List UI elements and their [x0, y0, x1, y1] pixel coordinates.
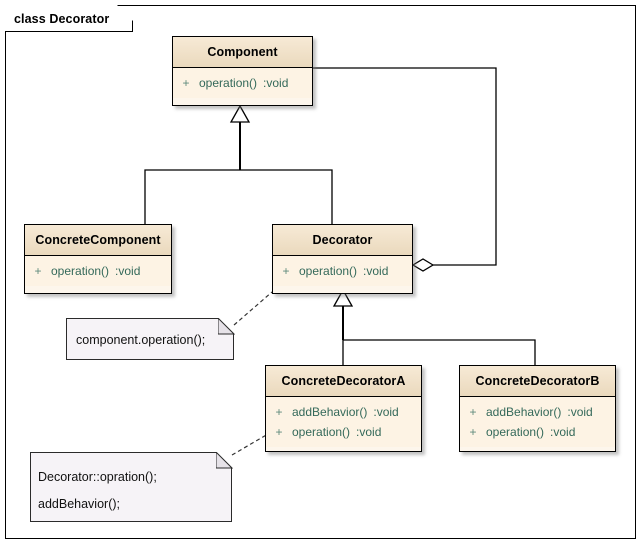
member-name: operation() — [299, 264, 358, 278]
member-type: :void — [567, 405, 593, 419]
class-member: + operation() :void — [273, 261, 412, 281]
class-name-concrete-decorator-b: ConcreteDecoratorB — [460, 366, 615, 397]
class-member: + operation() :void — [173, 73, 312, 93]
note-decorator[interactable] — [66, 318, 234, 360]
class-member: + operation() :void — [266, 422, 421, 442]
member-name: operation() — [199, 76, 258, 90]
member-type: :void — [356, 425, 382, 439]
class-box-component[interactable]: Component + operation() :void — [172, 36, 313, 106]
class-box-concrete-decorator-a[interactable]: ConcreteDecoratorA + addBehavior() :void… — [265, 365, 422, 452]
class-members-concrete-component: + operation() :void — [25, 256, 171, 286]
class-name-component: Component — [173, 37, 312, 68]
diagram-frame-label: class Decorator — [14, 11, 110, 26]
class-members-component: + operation() :void — [173, 68, 312, 98]
class-members-concrete-decorator-b: + addBehavior() :void + operation() :voi… — [460, 397, 615, 447]
member-visibility: + — [469, 425, 477, 439]
class-member: + addBehavior() :void — [460, 402, 615, 422]
note-decorator-line-1: component.operation(); — [76, 333, 206, 347]
member-name: addBehavior() — [292, 405, 368, 419]
class-member: + operation() :void — [460, 422, 615, 442]
member-visibility: + — [282, 264, 290, 278]
class-members-concrete-decorator-a: + addBehavior() :void + operation() :voi… — [266, 397, 421, 447]
member-visibility: + — [34, 264, 42, 278]
member-type: :void — [115, 264, 141, 278]
class-members-decorator: + operation() :void — [273, 256, 412, 286]
member-name: operation() — [292, 425, 351, 439]
class-member: + addBehavior() :void — [266, 402, 421, 422]
member-visibility: + — [469, 405, 477, 419]
member-visibility: + — [275, 425, 283, 439]
member-type: :void — [373, 405, 399, 419]
note-concrete-decorator-a[interactable] — [30, 452, 232, 522]
note-concrete-decorator-a-line-1: Decorator::opration(); — [38, 470, 157, 484]
member-visibility: + — [182, 76, 190, 90]
class-box-concrete-decorator-b[interactable]: ConcreteDecoratorB + addBehavior() :void… — [459, 365, 616, 452]
note-concrete-decorator-a-line-2: addBehavior(); — [38, 497, 120, 511]
member-name: addBehavior() — [486, 405, 562, 419]
class-name-decorator: Decorator — [273, 225, 412, 256]
member-type: :void — [263, 76, 289, 90]
member-name: operation() — [51, 264, 110, 278]
class-name-concrete-decorator-a: ConcreteDecoratorA — [266, 366, 421, 397]
member-type: :void — [550, 425, 576, 439]
class-box-concrete-component[interactable]: ConcreteComponent + operation() :void — [24, 224, 172, 294]
class-box-decorator[interactable]: Decorator + operation() :void — [272, 224, 413, 294]
diagram-frame-tab — [5, 5, 133, 32]
member-type: :void — [363, 264, 389, 278]
member-visibility: + — [275, 405, 283, 419]
member-name: operation() — [486, 425, 545, 439]
class-name-concrete-component: ConcreteComponent — [25, 225, 171, 256]
class-member: + operation() :void — [25, 261, 171, 281]
